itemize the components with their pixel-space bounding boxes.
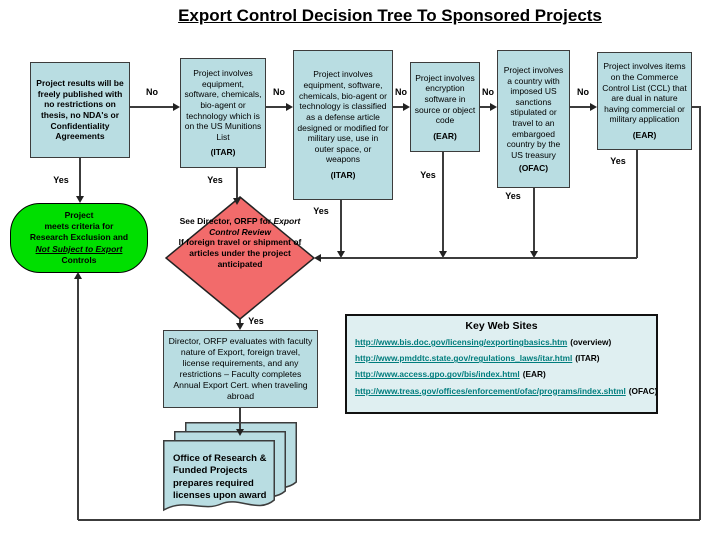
link-pmddtc-tag: (ITAR) [575,353,600,364]
connector [239,319,241,324]
exclusion-emphasis: Not Subject to Export [35,243,123,254]
exclusion-line1: Project [64,210,94,221]
label-yes-7: Yes [248,316,264,326]
review-pre: See Director, ORFP for [179,216,272,226]
node-munitions-text: Project involves equipment, software, ch… [184,68,262,142]
link-treas[interactable]: http://www.treas.gov/offices/enforcement… [355,385,626,396]
arrowhead-down-icon [236,429,244,436]
connector [77,278,79,520]
arrowhead-right-icon [173,103,180,111]
node-sanctions-text: Project involves a country with imposed … [503,64,564,160]
node-ccl-acronym: (EAR) [632,130,657,141]
arrowhead-down-icon [439,251,447,258]
label-no-1: No [146,87,158,97]
node-sanctions-acronym: (OFAC) [518,162,549,173]
key-web-sites-panel: Key Web Sites http://www.bis.doc.gov/lic… [345,314,658,414]
link-bis-tag: (overview) [570,337,612,347]
node-research-exclusion: Project meets criteria for Research Excl… [10,203,148,273]
arrowhead-down-icon [236,323,244,330]
connector [393,106,403,108]
arrowhead-up-icon [74,272,82,279]
label-yes-3: Yes [313,206,329,216]
exclusion-line3: Research Exclusion and [29,232,129,243]
node-orfp-licenses: Office of Research & Funded Projects pre… [173,453,267,502]
link-bis[interactable]: http://www.bis.doc.gov/licensing/exporti… [355,337,568,347]
page-title: Export Control Decision Tree To Sponsore… [178,6,602,25]
connector [236,168,238,198]
connector [570,106,590,108]
label-no-4: No [482,87,494,97]
weblink-row: http://www.bis.doc.gov/licensing/exporti… [355,337,648,348]
node-encryption-text: Project involves encryption software in … [414,72,476,126]
label-no-2: No [273,87,285,97]
weblink-row: http://www.access.gpo.gov/bis/index.html… [355,369,648,380]
review-post: If foreign travel or shipment of article… [178,237,302,269]
node-ccl: Project involves items on the Commerce C… [597,52,692,150]
arrowhead-down-icon [233,198,241,205]
arrowhead-down-icon [337,251,345,258]
arrowhead-right-icon [286,103,293,111]
label-yes-2: Yes [207,175,223,185]
weblink-row: http://www.pmddtc.state.gov/regulations_… [355,353,648,364]
connector [239,408,241,429]
node-export-control-review: See Director, ORFP for Export Control Re… [172,216,308,269]
node-munitions-acronym: (ITAR) [210,147,236,158]
link-pmddtc[interactable]: http://www.pmddtc.state.gov/regulations_… [355,353,573,364]
arrowhead-right-icon [490,103,497,111]
connector [480,106,490,108]
documents-stack-icon [163,422,297,512]
director-text: Director, ORFP evaluates with faculty na… [168,336,313,401]
node-publish: Project results will be freely published… [30,62,130,158]
node-encryption-acronym: (EAR) [433,130,457,141]
node-sanctions: Project involves a country with imposed … [497,50,570,188]
label-no-3: No [395,87,407,97]
node-munitions-list: Project involves equipment, software, ch… [180,58,266,168]
arrowhead-left-icon [314,254,321,262]
connector [533,188,535,251]
label-yes-4: Yes [420,170,436,180]
node-defense-acronym: (ITAR) [330,170,356,180]
connector [340,200,342,251]
connector [699,106,701,520]
review-emphasis: Export Control Review [209,216,301,237]
connector [79,158,81,196]
link-treas-tag: (OFAC) [628,385,658,396]
arrowhead-down-icon [76,196,84,203]
label-yes-6: Yes [610,156,626,166]
arrowhead-right-icon [403,103,410,111]
node-ccl-text: Project involves items on the Commerce C… [602,61,687,125]
node-defense-article: Project involves equipment, software, ch… [293,50,393,200]
node-defense-text: Project involves equipment, software, ch… [297,69,389,165]
connector [78,519,700,521]
node-director-evaluates: Director, ORFP evaluates with faculty na… [163,330,318,408]
connector [321,257,637,259]
link-gpo[interactable]: http://www.access.gpo.gov/bis/index.html [355,369,520,380]
label-no-5: No [577,87,589,97]
connector [636,150,638,258]
label-yes-5: Yes [505,191,521,201]
connector [692,106,700,108]
exclusion-line2: meets criteria for [44,221,114,232]
connector [442,152,444,251]
connector [266,106,286,108]
arrowhead-down-icon [530,251,538,258]
key-web-sites-title: Key Web Sites [465,320,538,332]
connector [130,106,173,108]
node-publish-text: Project results will be freely published… [36,78,124,142]
exclusion-line5: Controls [61,254,97,265]
link-gpo-tag: (EAR) [522,369,546,380]
label-yes-1: Yes [53,175,69,185]
weblink-row: http://www.treas.gov/offices/enforcement… [355,385,657,397]
arrowhead-right-icon [590,103,597,111]
node-encryption: Project involves encryption software in … [410,62,480,152]
